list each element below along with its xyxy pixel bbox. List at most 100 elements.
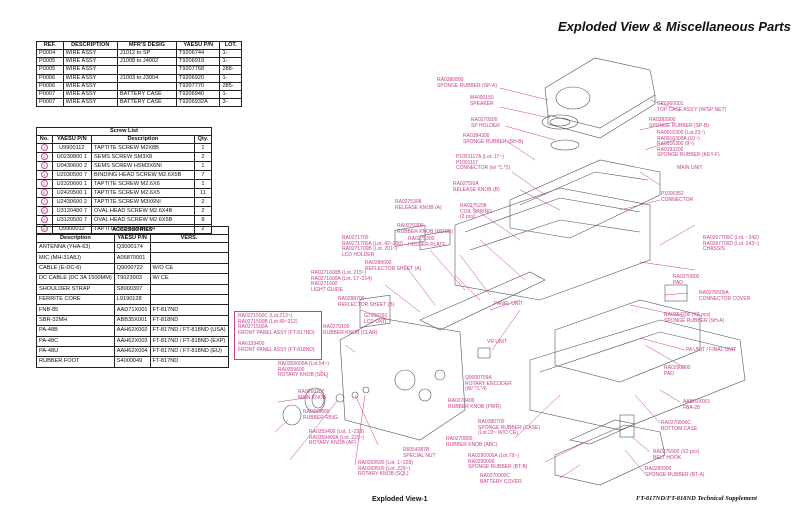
label-reflector-sheet-b: RA0288700 REFLECTOR SHEET (B) (338, 296, 395, 308)
table-cell: SHOULDER STRAP (36, 283, 115, 295)
table-cell: CABLE (E-DC-6) (36, 262, 115, 275)
rotary-encoder (477, 347, 491, 359)
footer-page-label: Exploded View-1 (372, 496, 428, 503)
table-cell: U3120400 7 (51, 206, 93, 216)
label-rubber-ring: RA0269800 RUBBER RING (303, 409, 338, 421)
table-cell: T9207770 (175, 81, 221, 91)
table-cell: 1 (193, 179, 213, 189)
table-cell: T9206744 (175, 48, 221, 59)
screw-number-badge: 3 (40, 162, 48, 169)
accessories-table-header-2: VERS. (149, 234, 229, 243)
ref-table-header-2: MFR'S DESIG (116, 41, 177, 50)
label-pad-1: RA0270800 PAD (673, 274, 700, 286)
table-cell: 8 (36, 206, 53, 216)
table-row: ANTENNA (YHA-63)Q3000174 (36, 241, 229, 254)
label-fba-28: AAB03X001 FBA-28 (683, 399, 711, 411)
table-cell: TAPTITE SCREW M2.6X6 (91, 179, 195, 189)
label-sponge-rubber-sp-a: RA0380800 SPONGE RUBBER (SP-A) (437, 77, 498, 89)
table-cell: WIRE ASSY (62, 48, 118, 59)
ref-table-header-1: DESCRIPTION (62, 41, 118, 50)
label-pad-2: RA0290800 PAD (664, 365, 691, 377)
label-rubber-knob-clar: RA0270100 RUBBER KNOB (CLAR) (323, 324, 378, 336)
table-cell: U2030500 7 (51, 170, 93, 180)
table-cell: Q3000174 (113, 241, 151, 254)
table-cell: PA-48B (36, 325, 115, 337)
table-cell: ABB35X001 (113, 314, 151, 327)
table-cell: T9206940 (175, 89, 221, 100)
screw-number-badge: 5 (40, 180, 48, 187)
table-cell: FERRITE CORE (36, 293, 115, 306)
screw-table-header-0: No. (36, 135, 53, 144)
table-cell: 3 (36, 161, 53, 171)
table-row: MIC (MH-31A8J)A06870001 (36, 252, 229, 264)
sponge-bt-b (569, 419, 636, 445)
table-cell: FT-817ND (149, 304, 229, 316)
bottom-case-outline (529, 319, 746, 431)
table-cell: U9900112 (51, 143, 93, 153)
table-cell: RUBBER FOOT (36, 356, 115, 368)
table-cell: OVAL HEAD SCREW M2.6X5B (91, 215, 195, 225)
belt-hook (619, 414, 635, 438)
table-cell (149, 293, 229, 306)
label-main-unit: MAIN UNIT (677, 165, 703, 171)
table-cell (116, 81, 177, 91)
leader-lines (274, 87, 696, 479)
table-cell: FT-818ND (149, 314, 229, 327)
table-cell: Q9000722 (113, 262, 151, 275)
label-battery-cover: RA0270900C BATTERY COVER (480, 473, 522, 485)
chassis-outline (454, 187, 651, 301)
label-reflector-sheet-a: RA0288600 REFLECTOR SHEET (A) (365, 260, 422, 272)
table-cell: PA-48U (36, 345, 115, 358)
label-connector-1: P1091117A (Lot. 17~) P1091117 CONNECTOR … (456, 154, 511, 172)
label-front-panel-assy: RA0271500C (Lot.213~) RA0271500B (Lot.49… (238, 313, 315, 353)
label-coil-spring: RA0275208 COIL SPRING (2 pcs) (460, 203, 493, 221)
table-cell: 4 (36, 170, 53, 180)
label-pa-unit: PA UNIT / FINAL UNIT (686, 347, 737, 353)
label-rotary-encoder: Q9000709A ROTARY ENCODER (W/ *3,*4) (465, 375, 512, 393)
table-cell: 8 (193, 215, 213, 225)
screw-number-badge: 1 (40, 144, 48, 151)
label-release-knob-a: RA0275308 RELEASE KNOB (A) (395, 199, 442, 211)
table-cell: U0230800 1 (51, 152, 93, 162)
front-panel-label-box (234, 311, 322, 360)
panel-unit-outline (419, 271, 546, 331)
table-cell (149, 241, 229, 254)
label-main-knob: RA0269700 MAIN KNOB (298, 389, 327, 401)
page-title: Exploded View & Miscellaneous Parts (558, 19, 791, 34)
table-cell: AAH62X003 (113, 335, 151, 347)
table-cell: 2 (36, 152, 53, 162)
screw-number-badge: 2 (40, 153, 48, 160)
pa-unit-outline (554, 299, 701, 383)
table-cell: T9206932A (175, 98, 221, 108)
label-rotary-knob-sel: RA0359600A (Lot.54~) RA0359600 ROTARY KN… (278, 361, 330, 379)
table-cell: TAPTITE SCREW M2.6X5 (91, 188, 195, 198)
table-cell: TAPTITE SCREW M2X8B (91, 143, 195, 153)
table-cell (149, 283, 229, 295)
label-sponge-rubber-sh-b: RA0384300 SPONGE RUBBER (SH-B) (463, 133, 524, 145)
label-holder-plate: RA0275300 HOLDER PLATE (408, 236, 446, 248)
table-cell: S8000397 (113, 283, 151, 295)
main-knob (304, 387, 326, 413)
table-cell: WIRE ASSY (62, 98, 118, 108)
label-connector-2: P1090352 CONNECTOR (661, 191, 694, 203)
